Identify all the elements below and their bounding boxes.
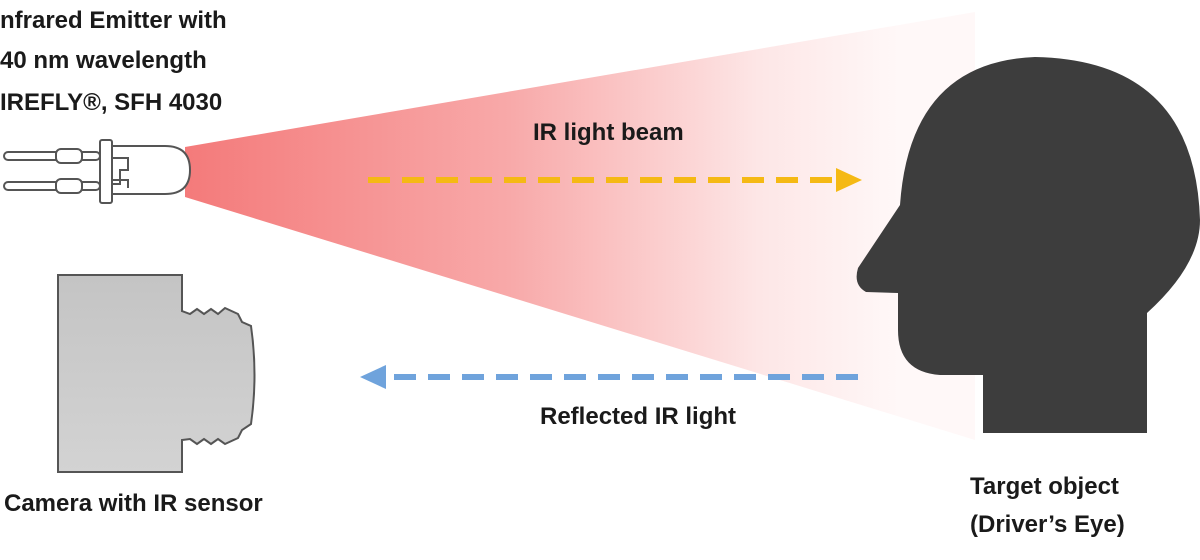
ir-light-beam [185, 12, 975, 440]
ir-beam-arrow [368, 168, 862, 192]
reflected-ir-arrow [360, 365, 858, 389]
emitter-label-line2: 40 nm wavelength [0, 47, 207, 74]
camera-icon [57, 274, 256, 473]
ir-led-icon [3, 139, 192, 204]
emitter-label-line3: IREFLY®, SFH 4030 [0, 89, 223, 116]
camera-label: Camera with IR sensor [4, 490, 263, 517]
target-object-label: Target object [970, 473, 1119, 500]
target-object-sublabel: (Driver’s Eye) [970, 511, 1125, 538]
emitter-label-line1: nfrared Emitter with [0, 7, 227, 34]
ir-light-beam-label: IR light beam [533, 119, 684, 146]
head-silhouette-icon [856, 57, 1200, 433]
reflected-ir-light-label: Reflected IR light [540, 403, 737, 430]
